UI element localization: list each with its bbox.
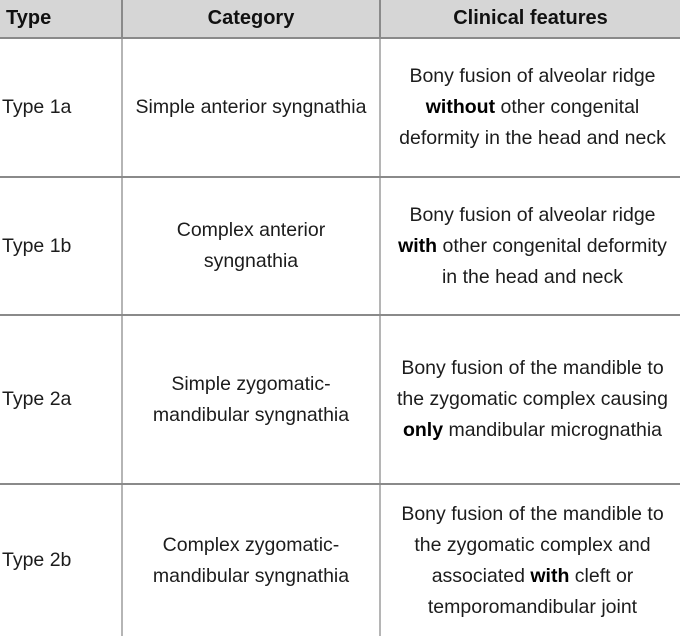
- table-header: Type Category Clinical features: [0, 0, 680, 39]
- cell-clinical-features: Bony fusion of the mandible to the zygom…: [401, 502, 664, 618]
- cell-category: Complex anterior syngnathia: [122, 177, 381, 316]
- cell-type: Type 2a: [0, 315, 123, 485]
- cell-clinical-features: Bony fusion of alveolar ridge without ot…: [380, 38, 680, 178]
- cell-category: Simple zygomatic-mandibular syngnathia: [122, 315, 381, 485]
- table-row: Type 2a Simple zygomatic-mandibular syng…: [0, 315, 680, 485]
- column-header-category: Category: [122, 0, 381, 39]
- cell-type: Type 1a: [0, 38, 123, 178]
- column-header-clinical-features: Clinical features: [380, 0, 680, 39]
- table-body: Type 1a Simple anterior syngnathia Bony …: [0, 38, 680, 636]
- column-header-type: Type: [0, 0, 123, 39]
- cell-type: Type 1b: [0, 177, 123, 316]
- table-row: Type 1a Simple anterior syngnathia Bony …: [0, 38, 680, 178]
- table-header-row: Type Category Clinical features: [0, 0, 680, 39]
- table-row: Type 1b Complex anterior syngnathia Bony…: [0, 177, 680, 316]
- cell-category: Complex zygomatic-mandibular syngnathia: [122, 484, 381, 636]
- cell-clinical-features: Bony fusion of alveolar ridge with other…: [380, 177, 680, 316]
- table-row: Type 2b Complex zygomatic-mandibular syn…: [0, 484, 680, 636]
- cell-type: Type 2b: [0, 484, 123, 636]
- cell-clinical-features: Bony fusion of the mandible to the zygom…: [380, 315, 680, 485]
- cell-category: Simple anterior syngnathia: [122, 38, 381, 178]
